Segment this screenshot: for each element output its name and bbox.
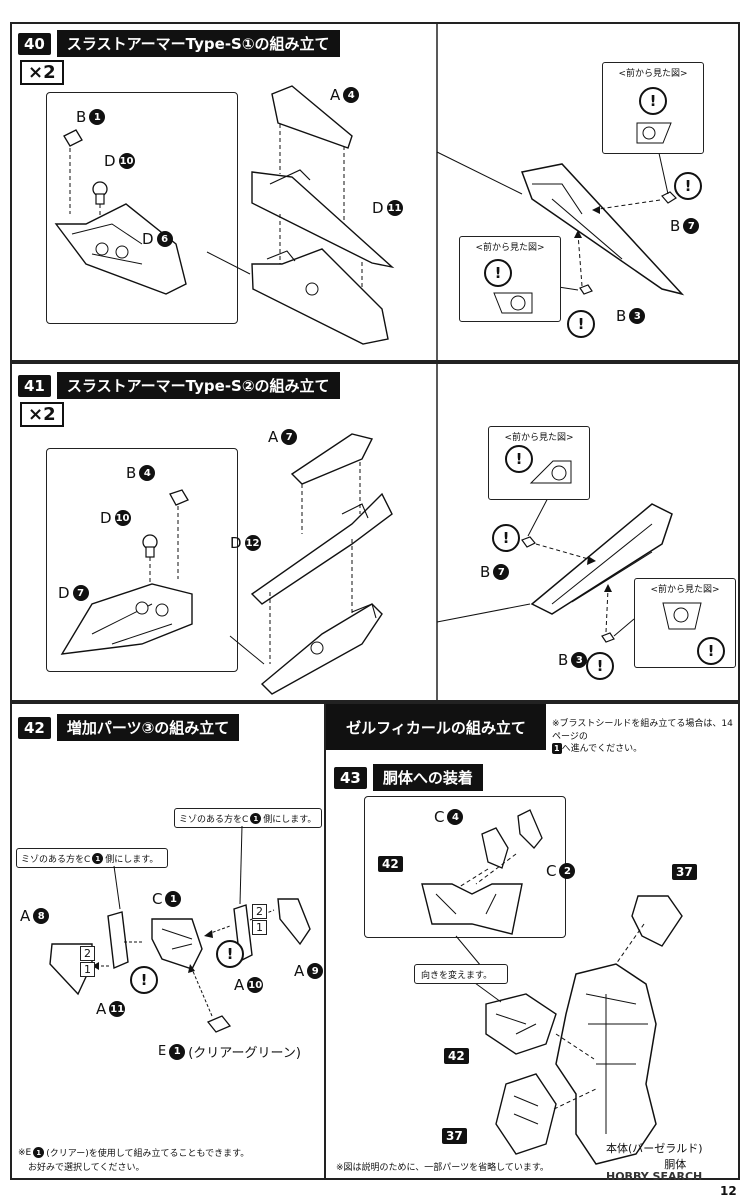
- footnote-choose: お好みで選択してください。: [28, 1163, 145, 1173]
- section-banner: ゼルフィカールの組み立て: [326, 704, 546, 750]
- multiplier-badge: ×2: [20, 402, 64, 427]
- body-label: 本体(バーゼラルド) 胴体: [606, 1142, 703, 1171]
- warning-icon: !: [697, 637, 725, 665]
- step-41-illustration: [60, 364, 673, 704]
- watermark: HOBBY SEARCH: [606, 1170, 703, 1183]
- warning-icon: !: [639, 87, 667, 115]
- warning-icon: !: [216, 940, 244, 968]
- step-number: 40: [18, 32, 51, 55]
- sequence-2: 2: [252, 904, 267, 919]
- sequence-1: 1: [80, 962, 95, 977]
- ref-step-37: 37: [442, 1128, 467, 1144]
- step-41-header: 41 スラストアーマーType-S②の組み立て: [18, 372, 340, 399]
- zelficar-section: ゼルフィカールの組み立て ※ブラストシールドを組み立てる場合は、14ページの 1…: [326, 702, 740, 1180]
- step-number: 41: [18, 374, 51, 397]
- warning-icon: !: [484, 259, 512, 287]
- ref-step-42: 42: [378, 856, 403, 872]
- front-view-callout: <前から見た図> !: [602, 62, 704, 154]
- step-40-illustration: [54, 24, 685, 364]
- step-number: 43: [334, 766, 367, 789]
- step-title: スラストアーマーType-S②の組み立て: [56, 372, 340, 399]
- multiplier-badge: ×2: [20, 60, 64, 85]
- front-view-callout: <前から見た図> !: [488, 426, 590, 500]
- footnote-omitted: ※図は説明のために、一部パーツを省略しています。: [336, 1163, 549, 1173]
- step-42-header: 42 増加パーツ③の組み立て: [18, 714, 240, 741]
- step-43-header: 43 胴体への装着: [334, 764, 483, 791]
- step-number: 42: [18, 716, 51, 739]
- step-title: スラストアーマーType-S①の組み立て: [56, 30, 340, 57]
- sequence-1: 1: [252, 920, 267, 935]
- warning-icon: !: [567, 310, 595, 338]
- ref-step-42: 42: [444, 1048, 469, 1064]
- step-43-illustration: [421, 809, 683, 1165]
- turn-note: 向きを変えます。: [414, 964, 508, 984]
- ref-step-37: 37: [672, 864, 697, 880]
- step-40-header: 40 スラストアーマーType-S①の組み立て: [18, 30, 340, 57]
- warning-icon: !: [130, 966, 158, 994]
- sequence-2: 2: [80, 946, 95, 961]
- step-42-illustration: [49, 825, 311, 1033]
- front-view-callout: <前から見た図> !: [459, 236, 561, 322]
- step-title: 胴体への装着: [372, 764, 483, 791]
- front-view-callout: <前から見た図> !: [634, 578, 736, 668]
- step-40-panel: 40 スラストアーマーType-S①の組み立て ×2: [10, 22, 740, 364]
- warning-icon: !: [492, 524, 520, 552]
- warning-icon: !: [674, 172, 702, 200]
- warning-icon: !: [505, 445, 533, 473]
- page-number: 12: [720, 1184, 737, 1198]
- warning-icon: !: [586, 652, 614, 680]
- step-title: 増加パーツ③の組み立て: [56, 714, 240, 741]
- step-41-panel: 41 スラストアーマーType-S②の組み立て ×2: [10, 362, 740, 704]
